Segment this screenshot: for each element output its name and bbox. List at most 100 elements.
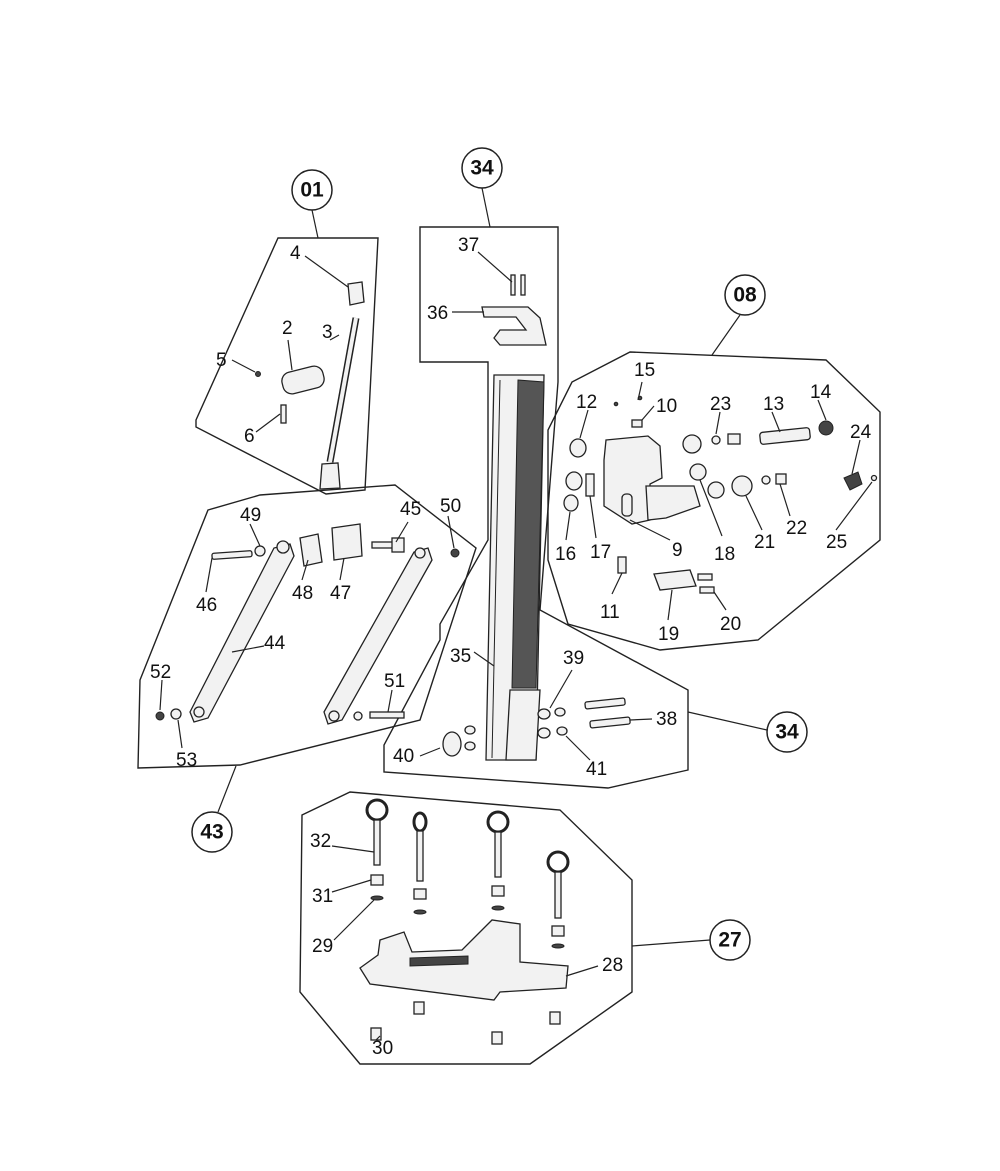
part-12-bushing <box>569 438 587 458</box>
part-10-key <box>631 419 643 428</box>
callout-08-label: 08 <box>733 284 757 307</box>
part-51-bolt <box>369 711 405 719</box>
part-24-clip <box>843 471 863 491</box>
part-47-block <box>331 523 363 561</box>
label-part-4: 4 <box>290 243 301 264</box>
label-part-22: 22 <box>786 518 807 539</box>
label-part-53: 53 <box>176 750 197 771</box>
part-44-arm-right <box>323 547 433 725</box>
callout-43[interactable]: 43 <box>191 811 233 853</box>
part-37-screw-a <box>510 274 516 296</box>
part-23-washer <box>711 435 721 445</box>
label-part-31: 31 <box>312 886 333 907</box>
label-part-37: 37 <box>458 235 479 256</box>
label-part-12: 12 <box>576 392 597 413</box>
part-3-tip <box>319 462 341 490</box>
label-part-51: 51 <box>384 671 405 692</box>
part-46-bolt <box>211 550 253 560</box>
callout-27-label: 27 <box>718 929 741 952</box>
label-part-19: 19 <box>658 624 679 645</box>
label-part-24: 24 <box>850 422 872 443</box>
label-part-29: 29 <box>312 936 333 957</box>
part-23-nut <box>727 433 741 445</box>
assembly-27: 27 <box>299 791 751 1065</box>
callout-27[interactable]: 27 <box>709 919 751 961</box>
part-38-bolt-b <box>589 716 631 729</box>
part-44-arm <box>189 543 295 723</box>
label-part-13: 13 <box>763 394 784 415</box>
label-part-25: 25 <box>826 532 847 553</box>
part-4-cap <box>347 281 365 306</box>
label-part-41: 41 <box>586 759 607 780</box>
label-part-14: 14 <box>810 382 832 403</box>
label-part-46: 46 <box>196 595 217 616</box>
label-part-36: 36 <box>427 303 448 324</box>
label-part-17: 17 <box>590 542 611 563</box>
part-11-key <box>617 556 627 574</box>
part-22-nut <box>775 473 787 485</box>
callout-01[interactable]: 01 <box>291 169 333 211</box>
part-38-bolt-a <box>584 697 626 710</box>
label-part-47: 47 <box>330 583 351 604</box>
assembly-01: 01 4 2 3 5 6 <box>195 169 379 495</box>
callout-08[interactable]: 08 <box>724 274 766 316</box>
part-32-eyebolt <box>365 798 389 866</box>
label-part-40: 40 <box>393 746 414 767</box>
label-part-35: 35 <box>450 646 471 667</box>
part-32-eyebolt-4 <box>546 850 570 919</box>
part-16-bushing <box>563 494 579 512</box>
label-part-6: 6 <box>244 426 255 447</box>
assembly-34: 34 34 37 <box>383 147 808 789</box>
label-part-32: 32 <box>310 831 331 852</box>
part-14-knob <box>818 420 834 436</box>
label-part-16: 16 <box>555 544 576 565</box>
part-32-eyebolt-2 <box>412 811 428 882</box>
callout-34-top[interactable]: 34 <box>461 147 503 189</box>
part-45-plate <box>391 537 405 553</box>
part-21-bearing <box>731 475 753 497</box>
part-19-clamp <box>653 569 697 591</box>
label-part-15: 15 <box>634 360 655 381</box>
part-31-nut <box>370 874 384 886</box>
part-20-screw-a <box>697 573 713 581</box>
label-part-44: 44 <box>264 633 286 654</box>
label-part-28: 28 <box>602 955 623 976</box>
callout-01-label: 01 <box>300 179 324 202</box>
part-25-screw <box>870 474 878 482</box>
assembly-08: 08 <box>547 274 881 651</box>
label-part-11: 11 <box>600 602 620 623</box>
label-part-45: 45 <box>400 499 421 520</box>
label-part-48: 48 <box>292 583 313 604</box>
label-part-10: 10 <box>656 396 677 417</box>
label-part-38: 38 <box>656 709 677 730</box>
part-41-washer <box>537 727 551 739</box>
label-part-2: 2 <box>282 318 293 339</box>
label-part-20: 20 <box>720 614 741 635</box>
part-48-bracket <box>299 533 323 567</box>
callout-34-right[interactable]: 34 <box>766 711 808 753</box>
label-part-39: 39 <box>563 648 584 669</box>
label-part-21: 21 <box>754 532 775 553</box>
part-15-pin <box>613 401 619 407</box>
part-32-eyebolt-3 <box>486 810 510 878</box>
part-2-sleeve <box>281 365 325 395</box>
part-3-rod <box>328 317 358 463</box>
part-49-washer <box>254 545 266 557</box>
part-52-nut <box>155 711 165 721</box>
part-50-nut <box>450 548 460 558</box>
callout-43-label: 43 <box>200 821 223 844</box>
part-18-gear <box>689 463 707 481</box>
label-part-9: 9 <box>672 540 683 561</box>
label-part-30: 30 <box>372 1038 393 1059</box>
part-29-washer <box>370 895 384 901</box>
label-part-3: 3 <box>322 322 333 343</box>
part-40-bracket <box>442 731 462 757</box>
part-13-shaft <box>759 427 811 445</box>
label-part-23: 23 <box>710 394 731 415</box>
callout-34-top-label: 34 <box>470 157 494 180</box>
label-part-18: 18 <box>714 544 735 565</box>
label-part-49: 49 <box>240 505 261 526</box>
part-37-screw-b <box>520 274 526 296</box>
part-39-washer <box>537 708 551 720</box>
